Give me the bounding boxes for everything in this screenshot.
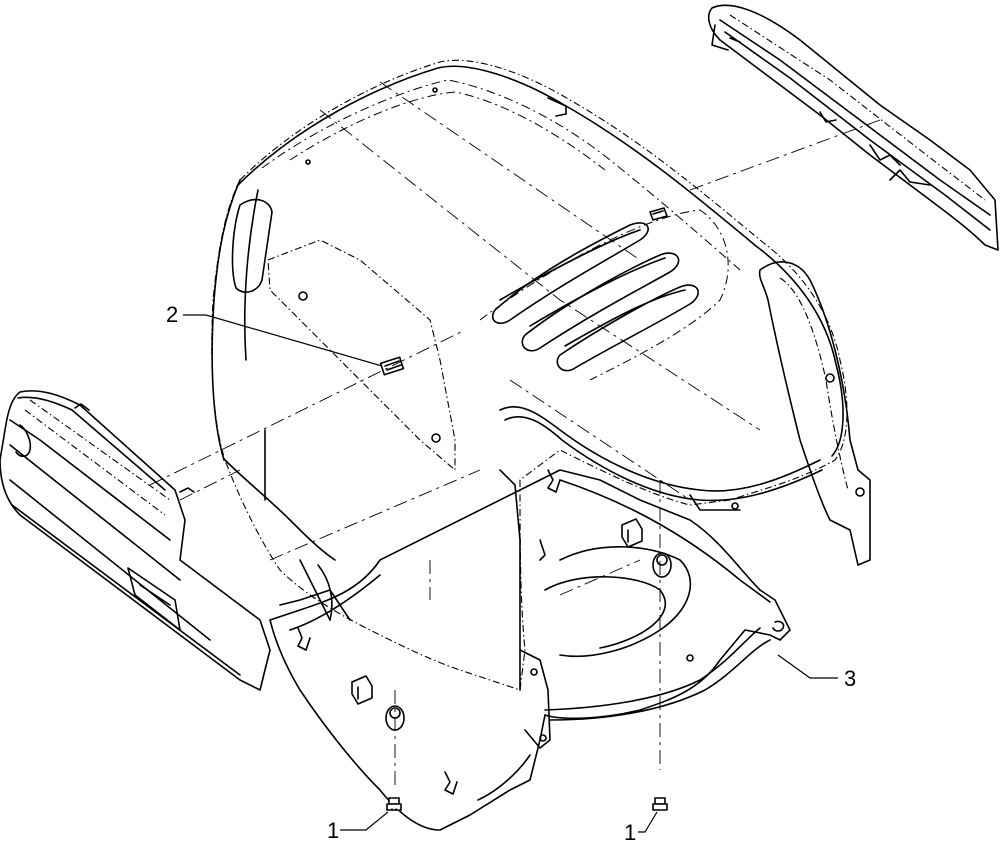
callout-2-label: 2 bbox=[166, 302, 178, 327]
hood-vents bbox=[479, 207, 729, 381]
callout-1-left: 1 bbox=[327, 811, 389, 843]
front-grille bbox=[0, 390, 271, 691]
screw-right bbox=[652, 797, 668, 811]
screw-left bbox=[386, 797, 402, 811]
base-pan bbox=[269, 469, 791, 831]
callout-1-right-label: 1 bbox=[624, 820, 636, 845]
callout-1-right: 1 bbox=[624, 811, 658, 845]
alignment-lines bbox=[149, 119, 881, 790]
hood-body bbox=[211, 59, 871, 749]
callout-3-label: 3 bbox=[844, 666, 856, 691]
callout-2: 2 bbox=[166, 302, 383, 367]
rear-grille bbox=[707, 4, 999, 251]
callout-3: 3 bbox=[777, 654, 856, 691]
callout-1-left-label: 1 bbox=[327, 818, 339, 843]
